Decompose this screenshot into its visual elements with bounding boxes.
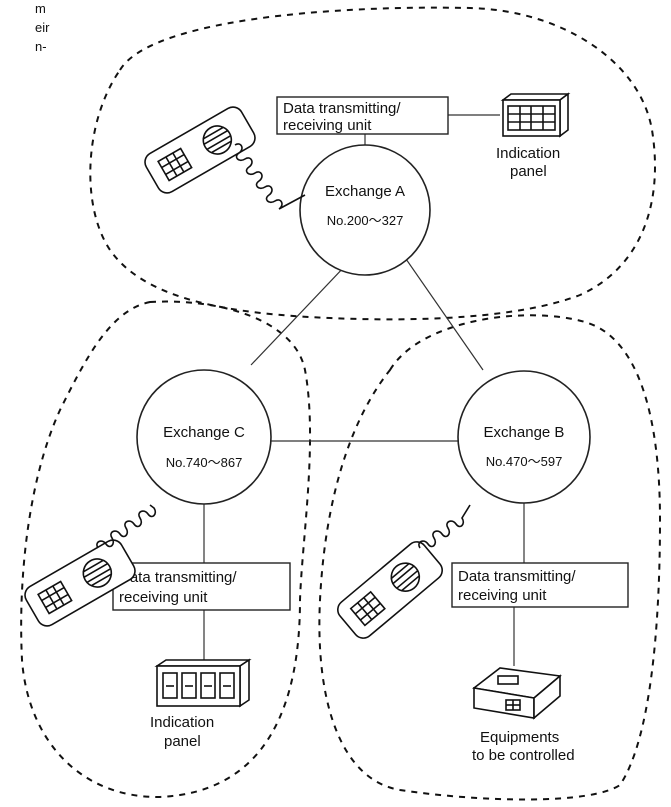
telephone-a (144, 106, 306, 210)
indication-a-line1: Indication (496, 145, 560, 162)
equipment-b-line2: to be controlled (472, 747, 575, 764)
zone-a-boundary (89, 6, 656, 321)
exchange-a-range: No.200〜327 (327, 213, 404, 228)
exchange-a-title: Exchange A (325, 183, 405, 200)
unit-b-line2: receiving unit (458, 587, 547, 604)
exchange-a: Exchange A No.200〜327 (299, 144, 431, 276)
exchange-b: Exchange B No.470〜597 (457, 370, 591, 504)
unit-c: Data transmitting/ receiving unit (112, 562, 291, 611)
telephone-handset-icon (24, 539, 136, 627)
indication-panel-icon (500, 92, 571, 138)
equipment-b: Equipments to be controlled (472, 667, 575, 764)
corner-text-1: m (35, 1, 46, 16)
corner-text-2: eir (35, 20, 50, 35)
corner-text-3: n- (35, 39, 47, 54)
exchange-b-circle (457, 370, 591, 504)
unit-b-line1: Data transmitting/ (458, 568, 576, 585)
unit-c-line2: receiving unit (119, 589, 208, 606)
telephone-c (24, 504, 157, 627)
unit-a: Data transmitting/ receiving unit (276, 96, 449, 135)
exchange-c-circle (136, 369, 272, 505)
controlled-equipment-icon (472, 667, 562, 720)
indication-panel-icon (154, 658, 252, 708)
zone-b-boundary (318, 314, 662, 801)
unit-b-box (451, 562, 629, 608)
telephone-b (337, 504, 471, 639)
unit-a-line2: receiving unit (283, 117, 372, 134)
coiled-cord-icon (96, 504, 157, 549)
cropped-margin-text: m eir n- (35, 1, 50, 54)
telephone-handset-icon (337, 541, 443, 639)
exchange-b-range: No.470〜597 (486, 454, 563, 469)
unit-a-box (276, 96, 449, 135)
unit-a-line1: Data transmitting/ (283, 100, 401, 117)
exchange-c-title: Exchange C (163, 424, 245, 441)
coiled-cord-icon (418, 504, 471, 549)
indication-c-line2: panel (164, 733, 201, 750)
indication-panel-a: Indication panel (496, 92, 571, 180)
exchange-b-title: Exchange B (484, 424, 565, 441)
indication-c-line1: Indication (150, 714, 214, 731)
exchange-a-circle (299, 144, 431, 276)
equipment-b-line1: Equipments (480, 729, 559, 746)
coiled-cord-icon (234, 143, 306, 210)
unit-c-line1: Data transmitting/ (119, 569, 237, 586)
telephone-handset-icon (144, 106, 256, 194)
unit-b: Data transmitting/ receiving unit (451, 562, 629, 608)
zone-c-boundary (20, 300, 312, 799)
exchange-c: Exchange C No.740〜867 (136, 369, 272, 505)
indication-panel-c: Indication panel (150, 658, 252, 750)
link-a-b (396, 245, 484, 371)
indication-a-line2: panel (510, 163, 547, 180)
exchange-c-range: No.740〜867 (166, 455, 243, 470)
